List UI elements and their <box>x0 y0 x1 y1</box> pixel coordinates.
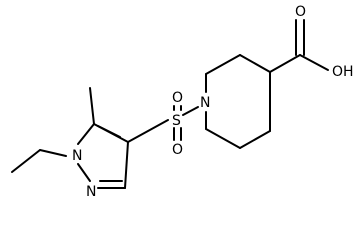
bond-c5pz-n1 <box>77 123 95 145</box>
atom-label-n-piperidine: N <box>200 95 210 111</box>
bond-c6-c5 <box>205 128 241 149</box>
atom-label-n2-pyrazole: N <box>86 184 96 200</box>
bond-c4pz-c5pz-inner <box>97 125 121 138</box>
atom-label-o-sulfonyl-bottom: O <box>172 142 183 158</box>
atom-label-o-sulfonyl-top: O <box>172 90 183 106</box>
bond-c3-c2 <box>205 54 241 75</box>
bond-n1-ethyl <box>39 149 67 157</box>
chemical-structure: OH O N S O O N N <box>11 4 354 200</box>
bond-c4-c3 <box>239 54 271 73</box>
bonds <box>11 19 329 189</box>
atom-label-s: S <box>172 113 181 129</box>
bond-c3pz-c4pz <box>124 141 129 189</box>
bond-cooh-oh <box>299 54 329 71</box>
atom-label-n1-pyrazole: N <box>72 148 82 164</box>
bond-n1-n2 <box>77 163 91 182</box>
atom-label-oh: OH <box>332 64 354 80</box>
bond-n-s <box>182 106 199 116</box>
bond-c5pz-methyl <box>89 87 95 125</box>
bond-s-c4pz <box>127 119 169 143</box>
bond-c5-c4b <box>239 130 271 149</box>
atom-labels: OH O N S O O N N <box>72 4 354 200</box>
bond-ethyl-cc <box>11 149 41 173</box>
atom-label-o-carbonyl: O <box>295 4 306 20</box>
bond-c4-cooh <box>269 54 301 73</box>
